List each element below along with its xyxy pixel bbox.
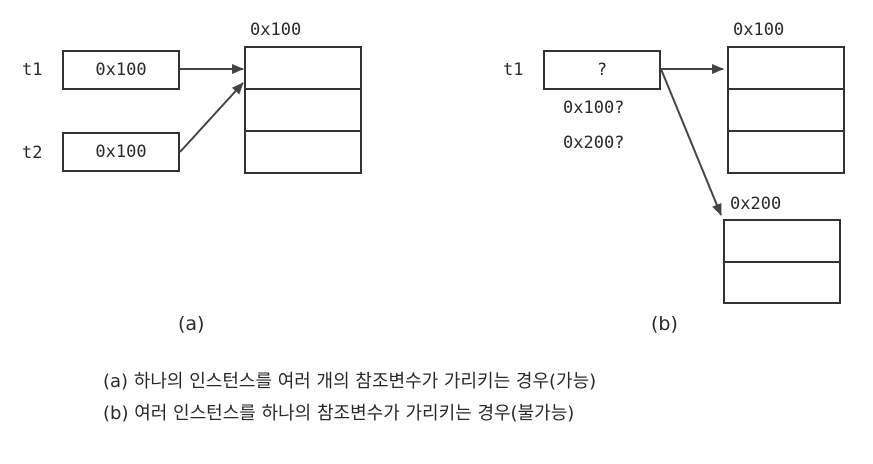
object-address-label: 0x100 [250,20,302,40]
caption-a: (a) 하나의 인스턴스를 여러 개의 참조변수가 가리키는 경우(가능) [103,371,597,392]
reference-value: 0x100 [95,142,147,162]
object-field [246,90,360,132]
diagram-label-b: (b) [651,313,678,335]
reference-box-t1: 0x100 [62,50,180,90]
reference-box-t1: ? [543,50,661,90]
object-address-label-2: 0x200 [730,194,782,214]
arrow-t1-to-object-2 [660,68,722,216]
object-address-label-1: 0x100 [733,20,785,40]
object-field [725,221,839,263]
variable-name-t1: t1 [503,60,524,80]
arrow-t2-to-object [179,82,244,153]
candidate-address-1: 0x100? [563,98,625,118]
diagram-label-a: (a) [178,313,205,335]
object-field [246,48,360,90]
instance-object-1 [727,46,845,174]
variable-name-t2: t2 [22,143,43,163]
instance-object [244,46,362,174]
reference-box-t2: 0x100 [62,132,180,172]
candidate-address-2: 0x200? [563,133,625,153]
reference-value: ? [596,60,608,80]
object-field [729,90,843,132]
instance-object-2 [723,219,841,304]
caption-b: (b) 여러 인스턴스를 하나의 참조변수가 가리키는 경우(불가능) [103,403,575,424]
reference-value: 0x100 [95,60,147,80]
variable-name-t1: t1 [22,60,43,80]
object-field [729,48,843,90]
